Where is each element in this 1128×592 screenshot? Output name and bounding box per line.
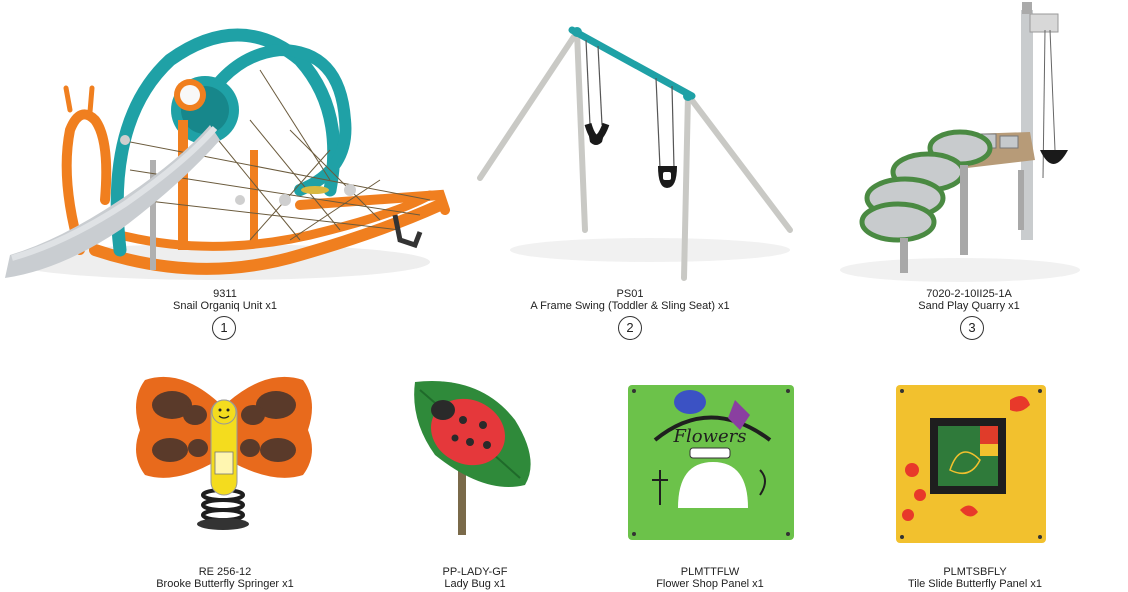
product-tile-slide-butterfly-panel: PLMTSBFLY Tile Slide Butterfly Panel x1 xyxy=(860,360,1090,592)
index-badge: 3 xyxy=(960,316,984,340)
caption-butterfly-springer: RE 256-12 Brooke Butterfly Springer x1 xyxy=(100,566,350,590)
product-lady-bug: PP-LADY-GF Lady Bug x1 xyxy=(375,360,575,592)
sand-play-quarry-image xyxy=(840,2,1080,282)
product-name: A Frame Swing (Toddler & Sling Seat) x1 xyxy=(530,300,730,312)
product-code: PLMTSBFLY xyxy=(943,566,1007,578)
index-badge: 1 xyxy=(212,316,236,340)
caption-sand-play-quarry: 7020-2-10II25-1A Sand Play Quarry x1 xyxy=(810,288,1128,312)
product-butterfly-springer: RE 256-12 Brooke Butterfly Springer x1 xyxy=(100,360,350,592)
product-code: PP-LADY-GF xyxy=(442,566,508,578)
a-frame-swing-image xyxy=(477,26,793,281)
caption-lady-bug: PP-LADY-GF Lady Bug x1 xyxy=(375,566,575,590)
index-badge: 2 xyxy=(618,316,642,340)
lady-bug-image xyxy=(414,381,531,535)
flower-shop-panel-image: Flowers xyxy=(628,385,794,540)
product-code: RE 256-12 xyxy=(198,566,252,578)
caption-a-frame-swing: PS01 A Frame Swing (Toddler & Sling Seat… xyxy=(450,288,810,312)
product-name: Lady Bug x1 xyxy=(444,578,506,590)
flowers-sign: Flowers xyxy=(673,426,747,447)
caption-flower-shop-panel: PLMTTFLW Flower Shop Panel x1 xyxy=(600,566,820,590)
butterfly-springer-image xyxy=(136,376,312,530)
product-code: PLMTTFLW xyxy=(680,566,740,578)
snail-organiq-image xyxy=(5,28,450,280)
caption-tile-slide-butterfly-panel: PLMTSBFLY Tile Slide Butterfly Panel x1 xyxy=(860,566,1090,590)
product-name: Snail Organiq Unit x1 xyxy=(173,300,277,312)
product-code: PS01 xyxy=(616,288,644,300)
product-a-frame-swing: PS01 A Frame Swing (Toddler & Sling Seat… xyxy=(450,0,810,345)
product-name: Tile Slide Butterfly Panel x1 xyxy=(907,578,1043,590)
product-flower-shop-panel: Flowers PLMTTFLW Flower Shop Panel x1 xyxy=(600,360,820,592)
product-name: Brooke Butterfly Springer x1 xyxy=(156,578,294,590)
product-snail-organiq: 9311 Snail Organiq Unit x1 1 xyxy=(0,0,450,345)
tile-slide-butterfly-panel-image xyxy=(896,385,1046,543)
product-name: Flower Shop Panel x1 xyxy=(656,578,764,590)
product-sand-play-quarry: 7020-2-10II25-1A Sand Play Quarry x1 3 xyxy=(810,0,1128,345)
product-name: Sand Play Quarry x1 xyxy=(918,300,1020,312)
product-code: 9311 xyxy=(213,288,237,300)
caption-snail-organiq: 9311 Snail Organiq Unit x1 xyxy=(0,288,450,312)
product-code: 7020-2-10II25-1A xyxy=(926,288,1012,300)
